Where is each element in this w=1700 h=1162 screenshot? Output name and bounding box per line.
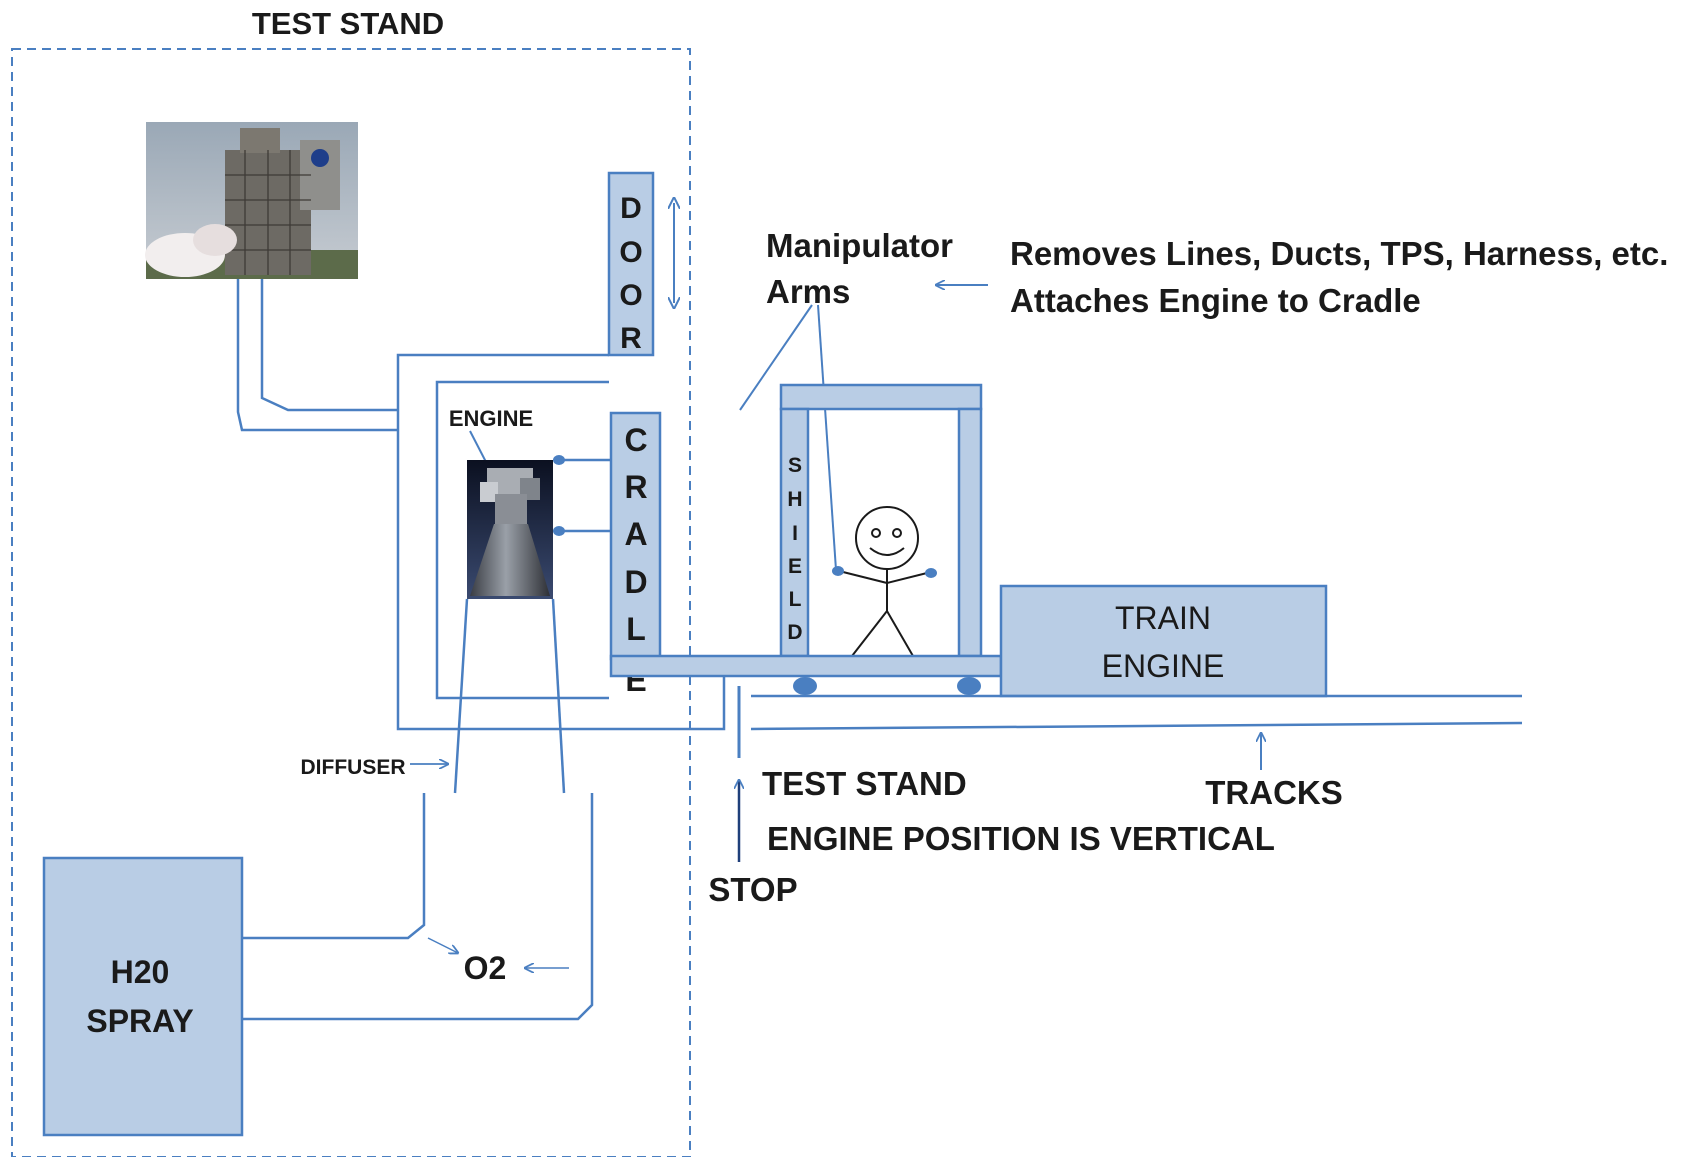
- test-stand-photo: [145, 122, 358, 279]
- cradle-letter: C: [624, 422, 647, 458]
- engine-pointer: [469, 430, 487, 463]
- cradle-letter: L: [626, 611, 646, 647]
- stop-label: STOP: [708, 871, 797, 908]
- spray-lines: [242, 793, 594, 1021]
- shield-frame: [779, 383, 983, 658]
- shield-letter: I: [792, 522, 798, 545]
- shield: [779, 407, 810, 658]
- o2-arrow-left: [427, 937, 458, 953]
- shield-letter: H: [787, 488, 802, 511]
- cart-wheel: [793, 677, 817, 695]
- door-letter: R: [620, 322, 642, 355]
- shield-letter: E: [788, 555, 802, 578]
- train-engine: [999, 584, 1328, 698]
- cradle-letter: R: [624, 469, 647, 505]
- diffuser-label: DIFFUSER: [301, 756, 406, 779]
- h2o-spray-box: [42, 856, 244, 1137]
- engine-label: ENGINE: [449, 406, 533, 431]
- shield-letter: D: [787, 621, 802, 644]
- tracks: [750, 694, 1523, 731]
- cradle-letter: D: [624, 564, 647, 600]
- manipulator-hand: [925, 568, 937, 578]
- manipulator-arms-label: Manipulator: [766, 227, 953, 264]
- feed-lines: [236, 279, 398, 432]
- cart-wheel: [957, 677, 981, 695]
- manipulator-pointer-left: [739, 304, 813, 411]
- cradle: [609, 411, 662, 661]
- h2o-spray-label: H20: [111, 954, 170, 990]
- attaches-text: Attaches Engine to Cradle: [1010, 282, 1421, 319]
- train-engine-label: TRAIN: [1115, 600, 1211, 636]
- door-letter: O: [619, 279, 642, 312]
- test-stand-title: TEST STAND: [252, 6, 444, 41]
- shield-letter: S: [788, 454, 802, 477]
- door-letter: D: [620, 192, 642, 225]
- cradle-attach-arms: [553, 455, 611, 536]
- cart-platform: [609, 654, 1003, 678]
- manipulator-arms-label: Arms: [766, 273, 850, 310]
- manipulator-pointer-right: [817, 304, 837, 571]
- removes-text: Removes Lines, Ducts, TPS, Harness, etc.: [1010, 235, 1668, 272]
- engine-position-label: ENGINE POSITION IS VERTICAL: [767, 820, 1275, 857]
- door: [607, 171, 655, 357]
- diffuser: [453, 598, 566, 794]
- o2-label: O2: [464, 950, 507, 986]
- door-letter: O: [619, 236, 642, 269]
- manipulator-hand: [832, 566, 844, 576]
- shield-letter: L: [789, 588, 802, 611]
- tracks-label: TRACKS: [1205, 774, 1343, 811]
- test-stand-boundary: [11, 48, 691, 1158]
- stick-figure-icon: [838, 506, 932, 657]
- engine-image: [467, 460, 553, 599]
- test-stand-stop-label: TEST STAND: [762, 765, 967, 802]
- h2o-spray-label: SPRAY: [86, 1003, 193, 1039]
- cradle-letter: A: [624, 516, 647, 552]
- train-engine-label: ENGINE: [1102, 648, 1225, 684]
